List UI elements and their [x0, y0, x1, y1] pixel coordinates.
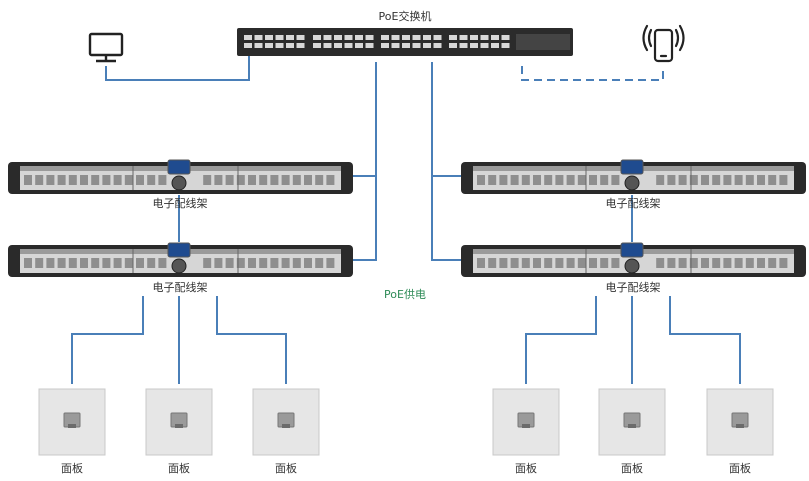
phone-wireless-link — [521, 66, 664, 81]
patch-panel-right-top — [461, 159, 806, 194]
panel-label-1: 面板 — [61, 462, 83, 475]
monitor-link — [105, 56, 250, 81]
wall-panel-icon — [492, 388, 560, 456]
poe-switch-icon — [237, 28, 573, 56]
switch-label: PoE交换机 — [378, 10, 432, 23]
wall-panel-icon — [38, 388, 106, 456]
right-faceplate-links — [525, 296, 741, 384]
panel-label-4: 面板 — [515, 462, 537, 475]
panel-label-6: 面板 — [729, 462, 751, 475]
left-faceplate-links — [71, 296, 287, 384]
panel-label-5: 面板 — [621, 462, 643, 475]
panel-label-3: 面板 — [275, 462, 297, 475]
patch-panel-label-left-bottom: 电子配线架 — [152, 281, 208, 294]
smartphone-wifi-icon — [642, 24, 685, 63]
patch-panel-left-bottom — [8, 242, 353, 277]
poe-power-label: PoE供电 — [384, 288, 426, 301]
wall-panel-icon — [145, 388, 213, 456]
wall-panel-icon — [252, 388, 320, 456]
wall-panel-icon — [706, 388, 774, 456]
panel-label-2: 面板 — [168, 462, 190, 475]
connection-lines — [71, 56, 741, 384]
patch-panel-label-right-bottom: 电子配线架 — [605, 281, 661, 294]
monitor-icon — [88, 32, 124, 63]
patch-panel-label-left-top: 电子配线架 — [152, 197, 208, 210]
wall-panel-icon — [598, 388, 666, 456]
patch-panel-label-right-top: 电子配线架 — [605, 197, 661, 210]
patch-panel-right-bottom — [461, 242, 806, 277]
switch-to-left-panels-link — [345, 62, 377, 261]
switch-to-right-panels-link — [431, 62, 464, 261]
patch-panel-left-top — [8, 159, 353, 194]
